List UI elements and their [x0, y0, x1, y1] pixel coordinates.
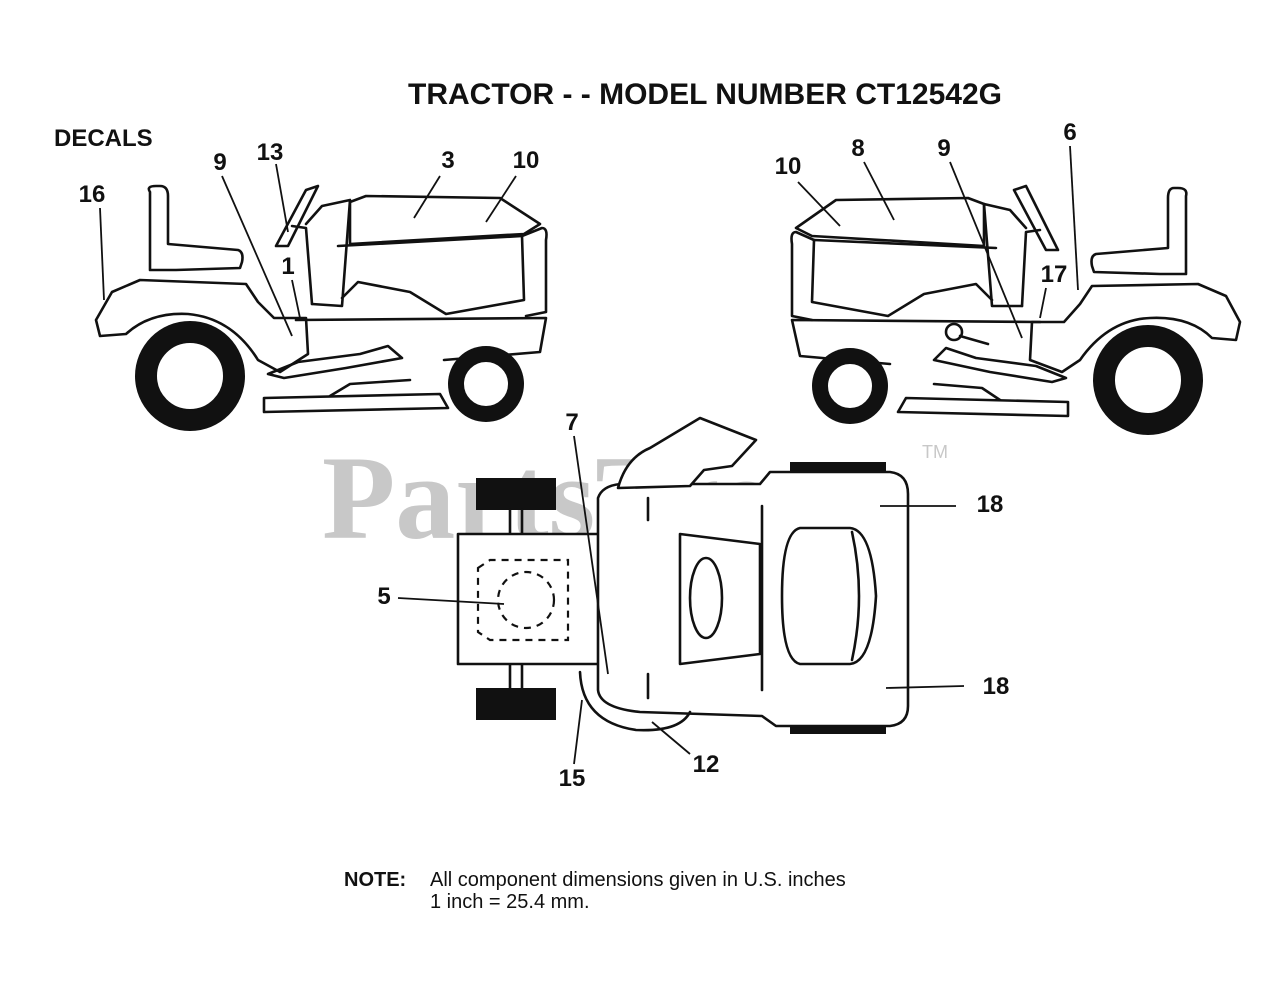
steering-column — [290, 224, 314, 306]
leader-6 — [1069, 145, 1079, 291]
leader-13 — [275, 163, 289, 233]
leader-10-left — [485, 175, 517, 223]
callout-8: 8 — [851, 135, 864, 162]
dash-panel — [982, 202, 1028, 308]
grille — [520, 226, 548, 318]
dash-panel — [304, 198, 352, 308]
leader-3 — [413, 175, 441, 219]
callout-16: 16 — [79, 181, 106, 208]
note-label: NOTE: — [344, 869, 406, 891]
leader-7 — [573, 435, 609, 675]
leader-10-right — [797, 181, 841, 227]
steering-column — [1020, 228, 1042, 308]
note-line-2: 1 inch = 25.4 mm. — [430, 891, 590, 913]
front-axle — [508, 508, 524, 690]
callout-18-bottom: 18 — [983, 673, 1010, 700]
leader-15 — [573, 699, 583, 765]
callout-17: 17 — [1041, 261, 1068, 288]
side-guard — [578, 670, 692, 732]
hood-decal-circle — [496, 570, 556, 630]
mower-deck — [262, 392, 450, 414]
steering-wheel — [1012, 184, 1060, 252]
callout-5: 5 — [377, 583, 390, 610]
tractor-right-side-view: 10 8 9 6 17 — [775, 119, 1242, 435]
hood-side — [810, 238, 998, 318]
callout-15: 15 — [559, 765, 586, 792]
section-label: DECALS — [54, 125, 153, 152]
callout-18-top: 18 — [977, 491, 1004, 518]
lift-lever-knob — [944, 322, 964, 342]
callout-12: 12 — [693, 751, 720, 778]
body-seams — [646, 496, 764, 700]
callout-1: 1 — [281, 253, 294, 280]
diagram-title: TRACTOR - - MODEL NUMBER CT12542G — [408, 78, 1002, 111]
footrest — [266, 344, 404, 380]
callout-13: 13 — [257, 139, 284, 166]
steering-wheel — [688, 556, 724, 640]
deck-lift — [932, 382, 1002, 402]
hood-decal-outline — [476, 558, 570, 642]
watermark-trademark: TM — [922, 442, 948, 462]
front-wheel-hub — [826, 362, 874, 410]
hood-side — [336, 234, 526, 316]
mower-deck — [896, 396, 1070, 418]
leader-16 — [99, 207, 105, 301]
tractor-left-side-view: 16 9 13 3 10 1 — [79, 139, 548, 431]
leader-17 — [1039, 287, 1047, 319]
grille — [790, 230, 816, 322]
leader-9-right — [949, 161, 1023, 339]
note-line-1: All component dimensions given in U.S. i… — [430, 869, 846, 891]
leader-18-bottom — [885, 685, 965, 689]
hood-top — [348, 194, 542, 246]
rear-fender — [1028, 282, 1242, 374]
rear-wheel-hub — [1113, 345, 1183, 415]
lift-lever — [958, 334, 990, 346]
callout-10-left: 10 — [513, 147, 540, 174]
callout-9-right: 9 — [937, 135, 950, 162]
callout-3: 3 — [441, 147, 454, 174]
front-right-tire — [476, 688, 556, 720]
callout-7: 7 — [565, 409, 578, 436]
seat — [780, 526, 878, 666]
discharge-chute — [616, 416, 758, 490]
seat-back — [850, 530, 861, 662]
callout-6: 6 — [1063, 119, 1076, 146]
rear-fender — [94, 278, 310, 374]
leader-8 — [863, 161, 895, 221]
seat — [147, 184, 244, 272]
seat — [1090, 186, 1188, 276]
tractor-top-view: 7 18 5 18 15 12 — [377, 409, 1009, 792]
leader-1 — [291, 279, 301, 319]
front-wheel-hub — [462, 360, 510, 408]
callout-10-right: 10 — [775, 153, 802, 180]
leader-9-left — [221, 175, 293, 337]
steering-wheel — [274, 184, 320, 248]
callout-9-left: 9 — [213, 149, 226, 176]
front-left-tire — [476, 478, 556, 510]
deck-lift — [328, 378, 412, 398]
leader-5 — [397, 597, 505, 605]
hood-top — [794, 196, 986, 248]
rear-wheel-hub — [155, 341, 225, 411]
footrest — [932, 346, 1068, 384]
leader-12 — [651, 721, 691, 755]
